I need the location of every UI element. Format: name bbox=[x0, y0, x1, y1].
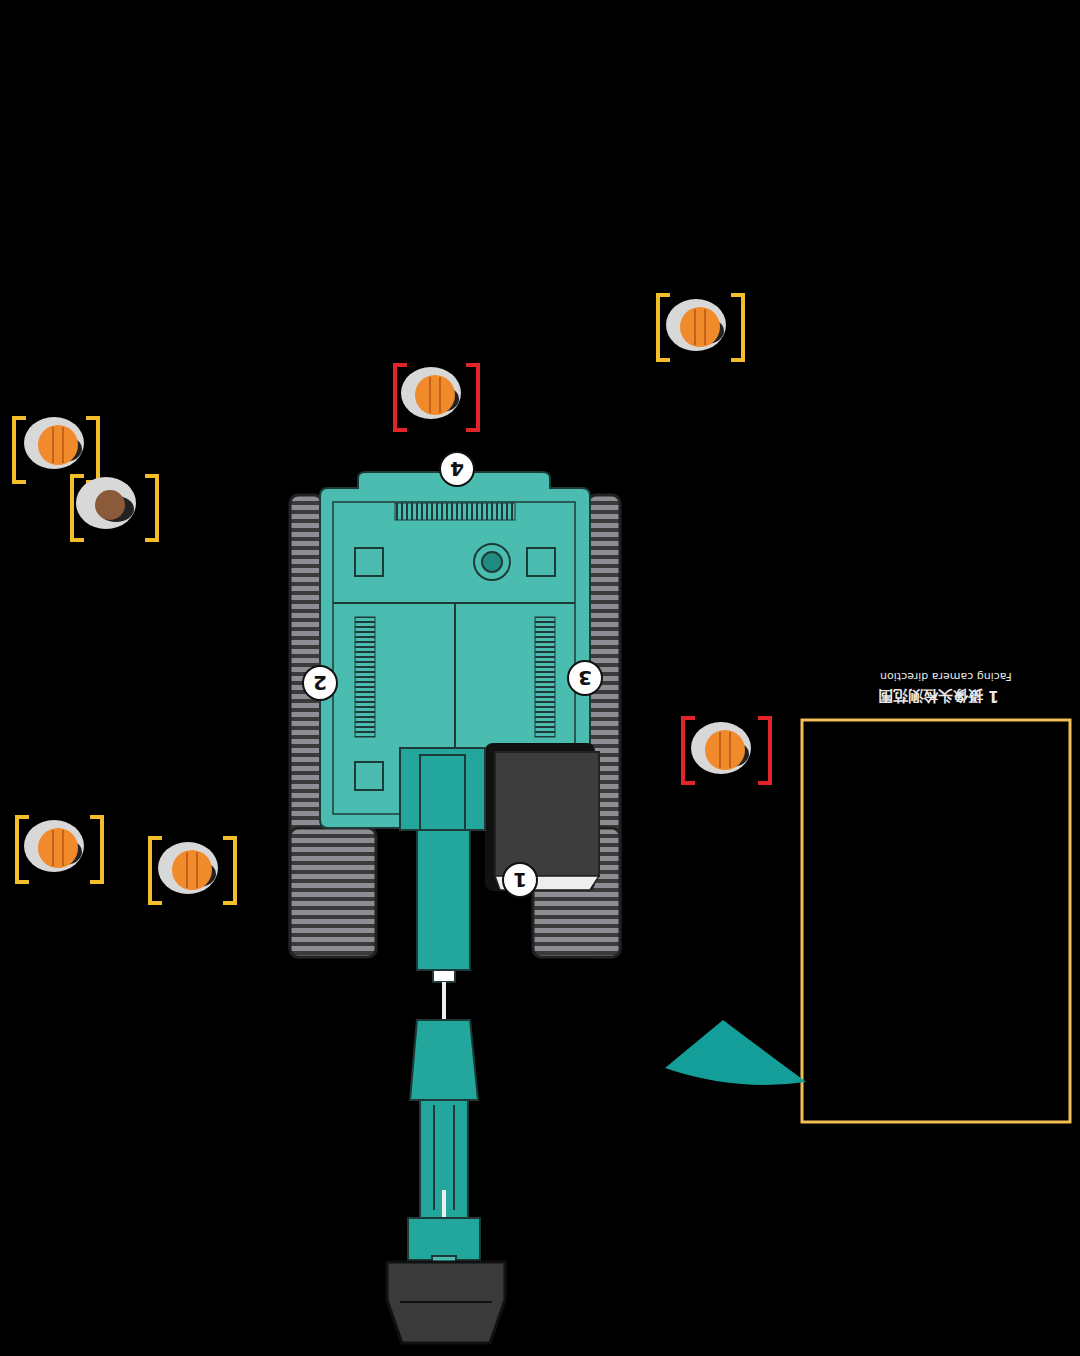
boom bbox=[400, 748, 485, 1270]
worker-figure bbox=[72, 476, 157, 540]
worker-figure bbox=[14, 417, 98, 482]
bucket bbox=[387, 1262, 505, 1343]
camera-fan bbox=[665, 1020, 806, 1085]
worker-figure bbox=[683, 718, 770, 783]
cab bbox=[485, 743, 599, 891]
detection-zone bbox=[802, 720, 1070, 1122]
worker-figure bbox=[150, 838, 235, 903]
worker-figure bbox=[17, 817, 102, 882]
callout-number: 3 bbox=[570, 663, 600, 693]
workers bbox=[14, 295, 770, 903]
worker-figure bbox=[658, 295, 743, 360]
zone-subtitle: Facing camera direction bbox=[880, 670, 1012, 683]
zone-title: 1 摄像头检测范围 bbox=[878, 686, 999, 705]
callout-number: 2 bbox=[305, 668, 335, 698]
callout-circle bbox=[303, 452, 602, 897]
callout-number: 4 bbox=[442, 454, 472, 484]
worker-figure bbox=[395, 365, 478, 430]
callout-number: 1 bbox=[505, 865, 535, 895]
